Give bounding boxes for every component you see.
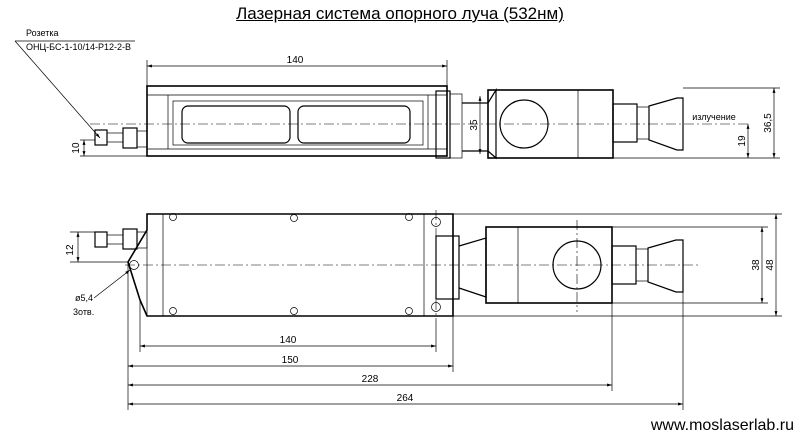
screw-holes (129, 213, 441, 315)
dim-length-150: 150 (282, 355, 299, 366)
dim-length-228: 228 (362, 374, 379, 385)
top-window-left (181, 105, 291, 144)
emission-label: излучение (692, 112, 736, 122)
dim-top-axis: 19 (737, 135, 748, 147)
dim-top-connector: 10 (71, 142, 82, 154)
hole-count-label: 3отв. (73, 307, 94, 317)
website-link[interactable]: www.moslaserlab.ru (650, 417, 794, 434)
dim-bottom-height: 38 (751, 259, 762, 271)
bottom-connector (94, 231, 108, 248)
top-window-right (297, 105, 411, 144)
top-connector (94, 129, 108, 146)
top-view: 140 35 36,5 19 излучение 10 Розетка ОНЦ-… (14, 28, 780, 160)
dim-top-total-height: 36,5 (763, 113, 774, 133)
dim-length-264: 264 (397, 393, 414, 404)
dim-top-length: 140 (287, 55, 304, 66)
dim-top-height: 35 (469, 119, 480, 131)
socket-label: Розетка (26, 28, 59, 38)
top-emitter-nozzle (648, 97, 684, 151)
hole-diameter-label: ø5,4 (75, 293, 93, 303)
dim-bottom-total-height: 48 (765, 259, 776, 271)
bottom-view: 12 ø5,4 3отв. 38 48 140 150 228 264 (65, 210, 782, 410)
dim-bottom-connector: 12 (65, 244, 76, 256)
socket-type-label: ОНЦ-БС-1-10/14-Р12-2-В (26, 42, 131, 52)
dim-length-140: 140 (280, 335, 297, 346)
drawing-title: Лазерная система опорного луча (532нм) (236, 4, 564, 23)
bottom-housing (127, 213, 454, 317)
bottom-emitter-nozzle (647, 239, 684, 293)
top-housing (146, 85, 448, 157)
